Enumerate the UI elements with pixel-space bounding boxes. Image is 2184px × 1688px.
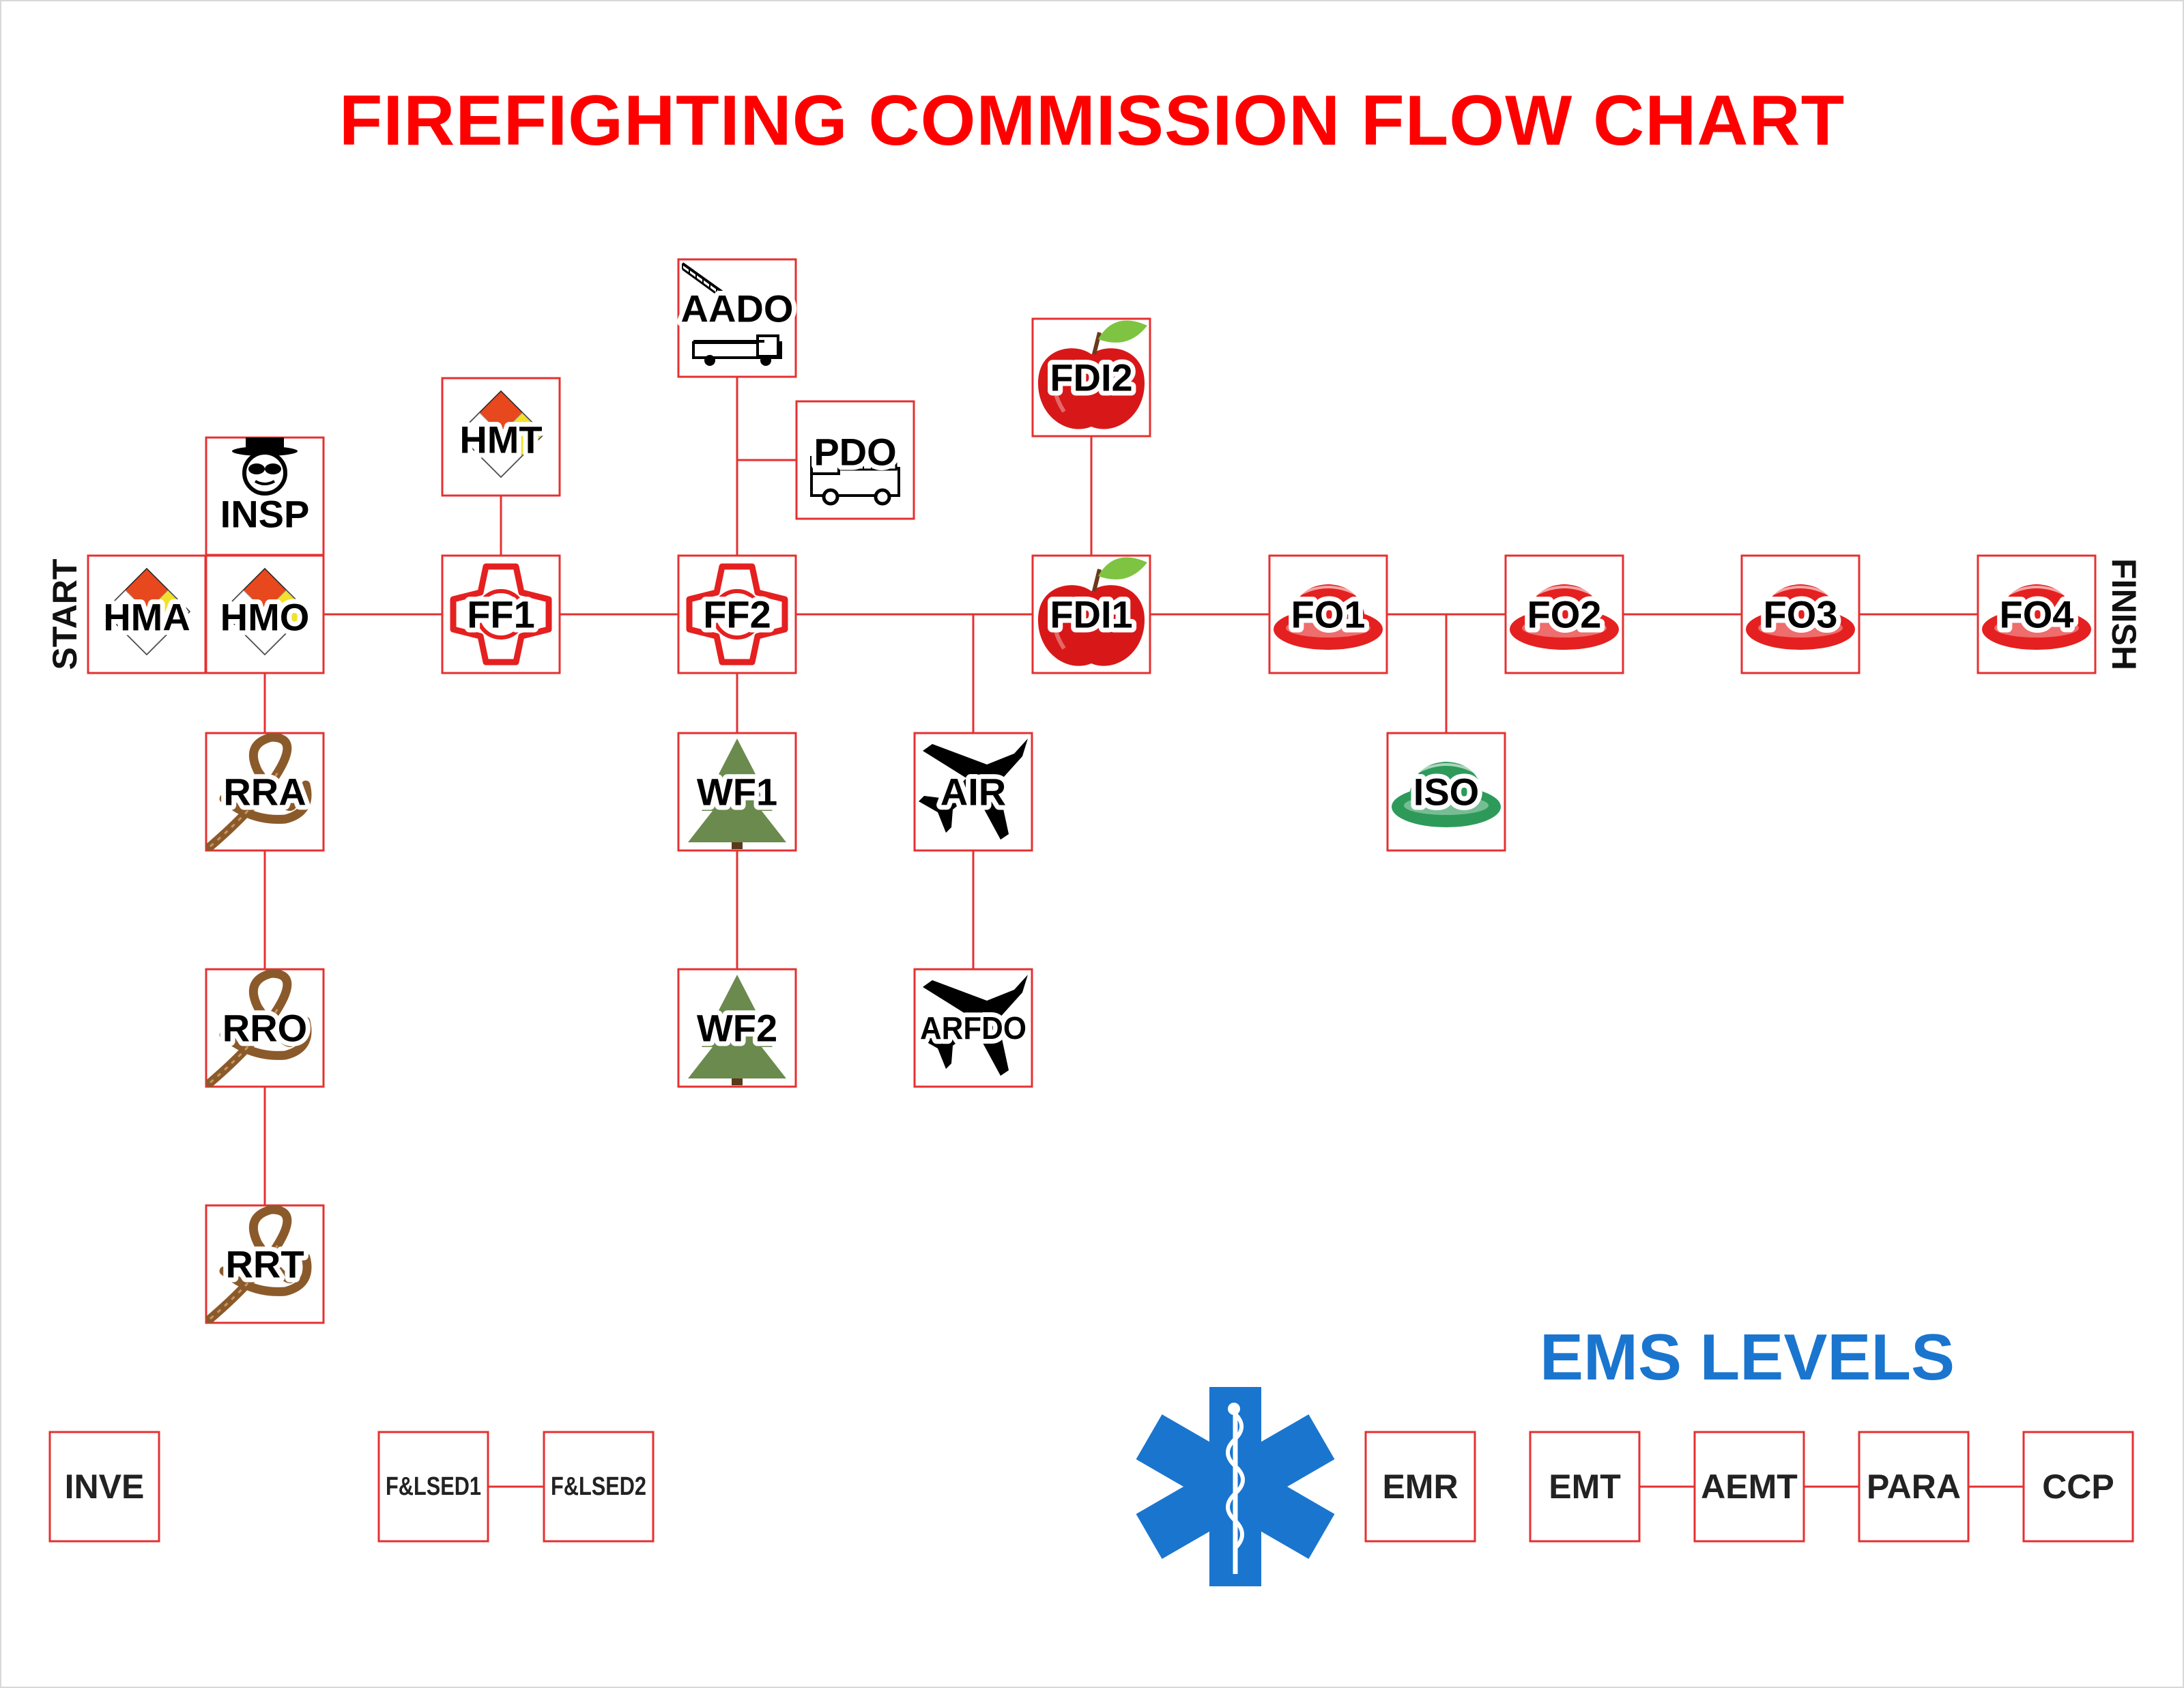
node-insp-label: INSP <box>220 493 310 536</box>
airplane-icon <box>919 975 1028 1076</box>
red-helmet-icon <box>1274 584 1383 650</box>
node-inve-label: INVE <box>65 1468 145 1506</box>
node-fo4-label: FO4 <box>2000 593 2074 636</box>
node-ff2-label: FF2 <box>703 593 771 636</box>
node-hma[interactable]: HMA <box>87 554 207 674</box>
hazmat-diamond-icon <box>457 390 545 478</box>
node-fdi2-label: FDI2 <box>1050 356 1132 399</box>
node-hma-label: HMA <box>103 596 190 639</box>
node-flsed1-label: F&LSED1 <box>386 1472 481 1501</box>
node-fdi1-label: FDI1 <box>1050 593 1132 636</box>
node-flsed1[interactable]: F&LSED1 <box>377 1431 489 1543</box>
node-ccp-label: CCP <box>2042 1468 2114 1506</box>
node-rro-label: RRO <box>222 1007 307 1050</box>
node-para[interactable]: PARA <box>1858 1431 1970 1543</box>
rope-icon <box>205 732 312 851</box>
pine-tree-icon <box>688 975 786 1085</box>
node-insp[interactable]: INSP <box>205 436 325 556</box>
airplane-icon <box>919 739 1028 840</box>
hazmat-diamond-icon <box>220 567 309 656</box>
node-rrt-label: RRT <box>225 1243 304 1286</box>
node-ff1-label: FF1 <box>467 593 535 636</box>
node-wf2-label: WF2 <box>697 1007 777 1050</box>
rope-icon <box>205 1205 312 1324</box>
node-para-label: PARA <box>1867 1468 1961 1506</box>
node-fo3-label: FO3 <box>1764 593 1838 636</box>
node-fdi2[interactable]: FDI2 <box>1031 317 1151 438</box>
apple-icon <box>1038 557 1147 666</box>
node-emr-box <box>1364 1431 1476 1543</box>
chart-title: FIREFIGHTING COMMISSION FLOW CHART <box>339 81 1845 160</box>
pine-tree-icon <box>688 739 786 849</box>
connector-lines <box>205 377 2024 1488</box>
node-rro[interactable]: RRO <box>205 968 325 1088</box>
node-rrt[interactable]: RRT <box>205 1204 325 1324</box>
node-aado-label: AADO <box>681 287 794 330</box>
node-aemt-label: AEMT <box>1701 1468 1798 1506</box>
green-helmet-icon <box>1392 762 1501 827</box>
node-ff2[interactable]: FF2 <box>677 554 797 674</box>
node-inve-box <box>48 1431 160 1543</box>
node-fo4[interactable]: FO4 <box>1977 554 2097 674</box>
node-fo2-box <box>1504 554 1624 674</box>
rope-icon <box>205 969 312 1087</box>
node-rra-label: RRA <box>223 771 306 814</box>
node-flsed1-box <box>377 1431 489 1543</box>
node-emr[interactable]: EMR <box>1364 1431 1476 1543</box>
node-iso-label: ISO <box>1413 771 1479 814</box>
node-air[interactable]: AIR <box>913 732 1033 852</box>
node-ccp[interactable]: CCP <box>2022 1431 2134 1543</box>
node-emt-box <box>1529 1431 1641 1543</box>
node-wf1-label: WF1 <box>697 771 777 814</box>
node-fdi1[interactable]: FDI1 <box>1031 554 1151 674</box>
node-arfdo[interactable]: ARFDO <box>913 968 1033 1088</box>
node-flsed2-label: F&LSED2 <box>551 1472 646 1501</box>
node-emr-label: EMR <box>1382 1468 1458 1506</box>
red-helmet-icon <box>1510 584 1619 650</box>
node-arfdo-label: ARFDO <box>920 1010 1026 1046</box>
node-ff1[interactable]: FF1 <box>441 554 561 674</box>
node-wf2[interactable]: WF2 <box>677 968 797 1088</box>
node-flsed2-box <box>543 1431 655 1543</box>
node-emt-label: EMT <box>1549 1468 1621 1506</box>
node-rra[interactable]: RRA <box>205 732 325 852</box>
maltese-cross-icon <box>450 563 552 666</box>
node-air-label: AIR <box>940 771 1006 814</box>
hazmat-diamond-icon <box>102 567 191 656</box>
node-aado[interactable]: AADO <box>676 258 798 378</box>
node-flsed2[interactable]: F&LSED2 <box>543 1431 655 1543</box>
node-fo1[interactable]: FO1 <box>1268 554 1388 674</box>
maltese-cross-icon <box>686 563 788 666</box>
node-inve[interactable]: INVE <box>48 1431 160 1543</box>
ems-levels-title: EMS LEVELS <box>1539 1321 1955 1394</box>
star-of-life-icon <box>1136 1387 1335 1586</box>
inspector-hat-icon <box>232 438 298 496</box>
apple-icon <box>1038 320 1147 429</box>
node-emt[interactable]: EMT <box>1529 1431 1641 1543</box>
node-fo2[interactable]: FO2 <box>1504 554 1624 674</box>
node-fo1-label: FO1 <box>1291 593 1366 636</box>
red-helmet-icon <box>1746 584 1855 650</box>
node-hmt[interactable]: HMT <box>441 377 561 497</box>
node-hmo-label: HMO <box>220 596 310 639</box>
node-fo2-label: FO2 <box>1527 593 1602 636</box>
node-ccp-box <box>2022 1431 2134 1543</box>
node-pdo[interactable]: PDO <box>795 400 915 520</box>
node-para-box <box>1858 1431 1970 1543</box>
red-helmet-icon <box>1982 584 2091 650</box>
node-aemt[interactable]: AEMT <box>1693 1431 1805 1543</box>
node-pdo-label: PDO <box>814 431 896 474</box>
node-hmt-label: HMT <box>459 418 542 461</box>
node-wf1[interactable]: WF1 <box>677 732 797 852</box>
node-iso[interactable]: ISO <box>1386 732 1506 852</box>
node-fo3[interactable]: FO3 <box>1740 554 1860 674</box>
node-aemt-box <box>1693 1431 1805 1543</box>
aerial-ladder-truck-icon <box>681 262 782 366</box>
node-hmo[interactable]: HMO <box>205 554 325 674</box>
pumper-truck-icon <box>810 456 900 506</box>
